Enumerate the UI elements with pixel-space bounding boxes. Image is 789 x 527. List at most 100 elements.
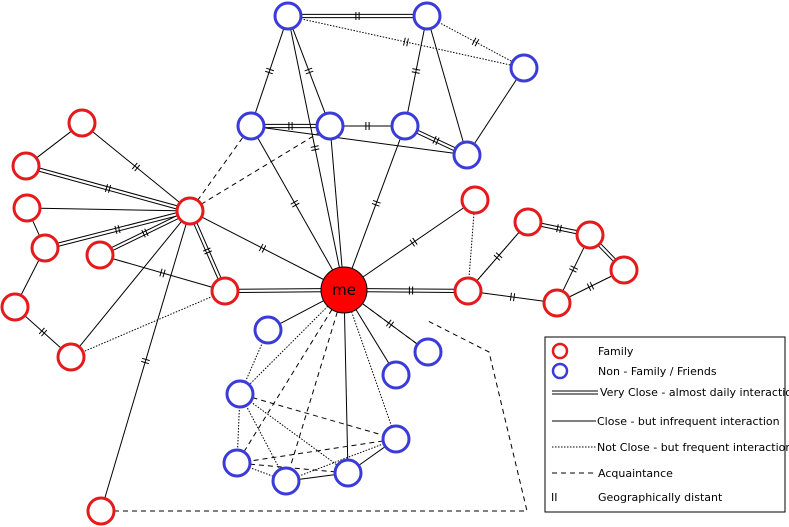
edge-c1-c5 — [250, 401, 338, 466]
legend: Family Non - Family / Friends Very Close… — [544, 336, 789, 513]
family-node-rR — [453, 276, 483, 306]
legend-very-close-swatch — [552, 390, 598, 395]
friend-node-ft2 — [412, 1, 442, 31]
distant-mark-me-fm1 — [290, 199, 300, 208]
legend-friends-label: Non - Family / Friends — [598, 365, 717, 378]
distant-mark-fm3-fm4 — [432, 135, 440, 146]
family-node-rR1 — [513, 207, 543, 237]
edge-ftr-fm4 — [473, 78, 518, 145]
edge-ft1-fm2 — [292, 27, 326, 115]
edge-me-rA — [201, 216, 324, 280]
edge-c2-c3 — [249, 440, 384, 462]
edge-c2-c5 — [358, 446, 386, 466]
edge-rA-fm1 — [197, 136, 244, 201]
edge-ft1-fm1 — [254, 28, 285, 114]
edge-rR-rR4 — [480, 292, 545, 302]
edge-me-bm3 — [355, 309, 390, 365]
edge-rA-rL3 — [39, 207, 178, 212]
edge-rA-rL1 — [91, 130, 181, 204]
distant-mark-ft1-ftr — [403, 37, 409, 47]
distant-mark-me-ft1 — [310, 145, 320, 151]
legend-distant-label: Geographically distant — [598, 491, 723, 504]
distant-mark-rA-rB — [202, 247, 213, 255]
family-node-rR2 — [575, 220, 605, 250]
family-node-rL1 — [67, 108, 97, 138]
edge-me-bm2 — [362, 303, 418, 345]
legend-not-close-label: Not Close - but frequent interaction — [597, 441, 789, 454]
distant-mark-me-rRt — [409, 237, 418, 247]
edge-rA-rL5 — [110, 214, 180, 252]
distant-mark-fm1-fm2 — [288, 122, 293, 130]
edge-rA-rL4 — [57, 212, 178, 247]
edge-ft2-fm4 — [430, 28, 464, 143]
edge-c1-c2 — [252, 397, 384, 436]
distant-mark-me-rR — [408, 286, 414, 295]
edge-c3-c4 — [249, 467, 274, 477]
legend-distant-symbol: II — [551, 491, 558, 504]
edge-rR3-rR4 — [568, 275, 613, 298]
edge-rB-rL7 — [82, 295, 214, 353]
edge-rL5-rB — [112, 258, 213, 288]
distance-marks-layer — [38, 12, 595, 365]
distant-mark-me-bm2 — [385, 319, 395, 329]
edge-rA-fm2 — [200, 132, 320, 205]
edge-c2-c4 — [297, 443, 385, 477]
family-node-rL5 — [85, 240, 115, 270]
edge-c1-c4 — [245, 405, 281, 470]
friend-node-fm4 — [452, 140, 482, 170]
friend-node-c5 — [333, 458, 363, 488]
edge-me-rRt — [362, 206, 465, 278]
edge-rA-rL2 — [37, 167, 179, 210]
node-me-label: me — [332, 281, 356, 299]
family-node-rB — [210, 276, 240, 306]
family-node-rR3 — [609, 255, 639, 285]
edge-rR1-rR2 — [540, 222, 578, 235]
distant-mark-rA-rL5 — [141, 228, 149, 238]
friend-node-fm3 — [390, 111, 420, 141]
edge-c4-c5 — [298, 474, 336, 480]
edge-rR2-rR4 — [562, 246, 585, 292]
distant-mark-me-fm3 — [371, 199, 381, 207]
family-node-rBot — [86, 496, 116, 526]
friend-node-fm2 — [315, 111, 345, 141]
distant-mark-ft1-fm2 — [304, 67, 314, 75]
family-node-rRt — [460, 185, 490, 215]
edge-fm1-fm2 — [264, 123, 317, 129]
distant-mark-me-rA — [258, 243, 267, 253]
edge-rL4-rL6 — [20, 259, 40, 296]
edge-rA-rB — [193, 222, 222, 280]
edge-me-rR — [366, 288, 456, 293]
edge-rL6-rL7 — [24, 315, 62, 349]
distant-mark-ft2-ftr — [471, 37, 480, 47]
legend-box — [544, 336, 786, 513]
friend-node-bm1 — [253, 315, 283, 345]
legend-family-swatch — [551, 342, 569, 360]
edge-rBot-legend-path — [114, 320, 528, 512]
distant-mark-fm2-fm3 — [365, 122, 370, 130]
edge-me-c2 — [351, 311, 393, 427]
distant-mark-rL5-rB — [159, 268, 166, 278]
edge-ft2-fm3 — [407, 28, 425, 114]
edge-ft2-ftr — [438, 21, 513, 63]
edge-me-fm3 — [351, 138, 401, 269]
family-node-rR4 — [542, 288, 572, 318]
edge-me-fm2 — [330, 138, 343, 268]
legend-acquaintance-label: Acquaintance — [598, 467, 673, 480]
distant-mark-ft1-fm1 — [265, 67, 274, 75]
edge-rR2-rR3 — [597, 242, 617, 263]
legend-very-close-label: Very Close - almost daily interaction — [600, 386, 789, 399]
edge-me-fm1 — [256, 137, 334, 271]
family-node-rL7 — [56, 342, 86, 372]
friend-node-c1 — [225, 379, 255, 409]
distant-mark-rL6-rL7 — [38, 327, 48, 337]
edge-rL3-rL4 — [31, 219, 41, 237]
edge-me-rB — [237, 288, 322, 293]
edge-ft1-ft2 — [301, 13, 414, 19]
edge-ft1-ftr — [300, 18, 512, 66]
edge-fm1-fm4 — [263, 127, 455, 154]
edge-rR-rR1 — [476, 231, 520, 282]
edge-rL1-rL2 — [36, 130, 72, 159]
distant-mark-rR-rR4 — [509, 292, 516, 302]
friend-node-c3 — [222, 448, 252, 478]
